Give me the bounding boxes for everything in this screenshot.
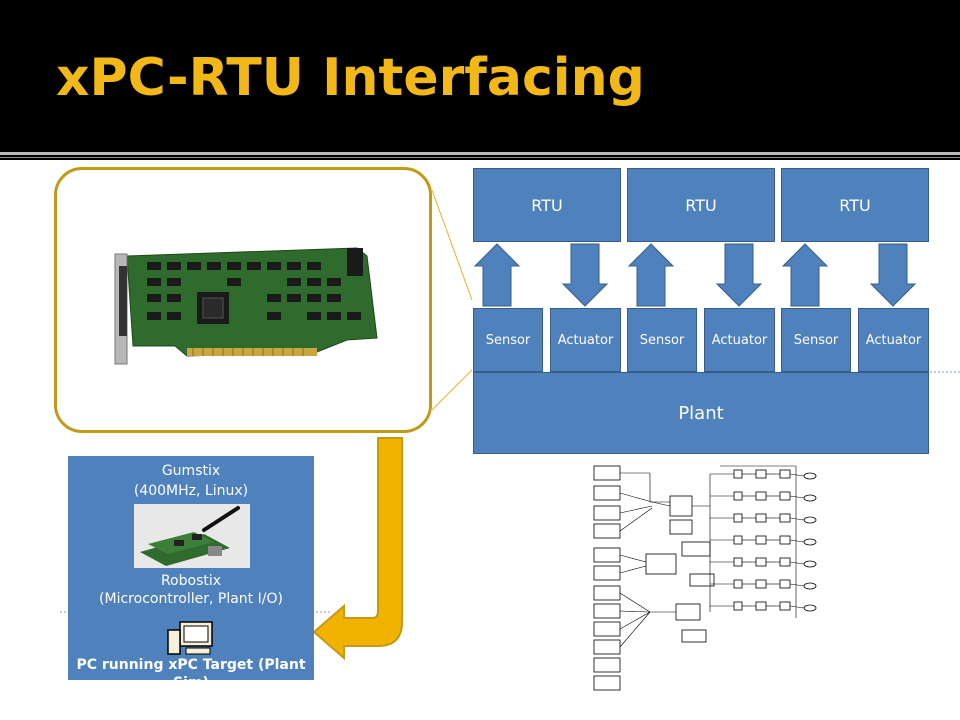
actuator-box-2: Actuator	[704, 308, 775, 372]
simulink-block-diagram-icon	[593, 465, 817, 691]
actuator-box-1: Actuator	[550, 308, 621, 372]
sensor-box-3: Sensor	[781, 308, 851, 372]
rtu-box-2: RTU	[627, 168, 775, 242]
sensor-box-2: Sensor	[627, 308, 697, 372]
actuator-box-3: Actuator	[858, 308, 929, 372]
sensor-box-1: Sensor	[473, 308, 543, 372]
gumstix-title: Gumstix	[161, 463, 221, 479]
pc-computer-icon	[167, 621, 213, 655]
io-card-photo-frame	[54, 167, 432, 433]
gumstix-box: Gumstix (400MHz, Linux) Robostix (Microc…	[68, 456, 314, 691]
title-rule-thin	[0, 157, 960, 158]
title-bar: xPC-RTU Interfacing	[0, 0, 960, 152]
rtu-arrows	[473, 243, 917, 307]
rtu-box-3: RTU	[781, 168, 929, 242]
robostix-subtitle: (Microcontroller, Plant I/O)	[99, 591, 283, 607]
pc-label: PC running xPC Target (Plant Sim)	[76, 657, 306, 691]
gumstix-board-icon	[134, 504, 250, 568]
plant-box: Plant	[473, 372, 929, 454]
gumstix-subtitle: (400MHz, Linux)	[133, 483, 249, 499]
slide-title: xPC-RTU Interfacing	[56, 48, 645, 108]
rtu-box-1: RTU	[473, 168, 621, 242]
robostix-title: Robostix	[160, 573, 222, 589]
title-rule	[0, 152, 960, 155]
pci-io-card-icon	[114, 247, 378, 365]
down-arrow-gold	[312, 437, 403, 661]
